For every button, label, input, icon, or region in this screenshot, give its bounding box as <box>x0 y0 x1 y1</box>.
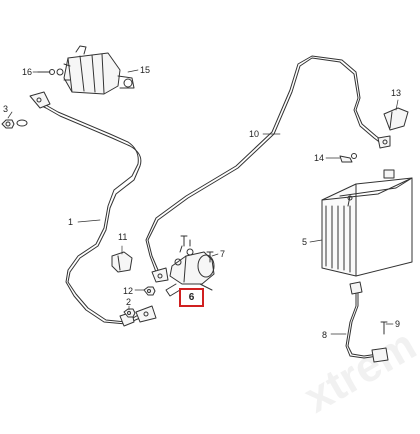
screw-top <box>180 235 188 247</box>
boot-11 <box>111 251 133 273</box>
nut-12 <box>143 286 156 296</box>
cable-8 <box>345 281 389 363</box>
screw-16 <box>37 69 55 75</box>
callout-2: 2 <box>126 297 132 307</box>
cap-13 <box>383 107 409 131</box>
cable-10 <box>145 55 391 283</box>
callout-10: 10 <box>249 129 260 139</box>
callout-16: 16 <box>22 67 33 77</box>
callout-5: 5 <box>302 237 308 247</box>
callout-11: 11 <box>118 232 128 242</box>
nut-2 <box>123 308 136 318</box>
callout-14: 14 <box>314 153 325 163</box>
callout-13: 13 <box>391 88 402 98</box>
callout-8: 8 <box>322 330 328 340</box>
screw-9 <box>380 321 388 335</box>
screw-14 <box>339 153 357 163</box>
callout-12: 12 <box>123 286 134 296</box>
callout-6: 6 <box>188 292 195 303</box>
starter-motor <box>56 45 135 95</box>
callout-3: 3 <box>3 104 9 114</box>
callout-9: 9 <box>395 319 401 329</box>
cable-1 <box>29 91 157 327</box>
nut-3 <box>1 119 28 129</box>
highlighted-part-box[interactable]: 6 <box>179 288 204 307</box>
battery-5 <box>321 169 413 277</box>
leader-lines <box>7 69 399 335</box>
solenoid-6 <box>165 239 215 297</box>
screw-7 <box>206 251 214 263</box>
callout-1: 1 <box>68 217 74 227</box>
callout-15: 15 <box>140 65 151 75</box>
callout-7: 7 <box>220 249 226 259</box>
